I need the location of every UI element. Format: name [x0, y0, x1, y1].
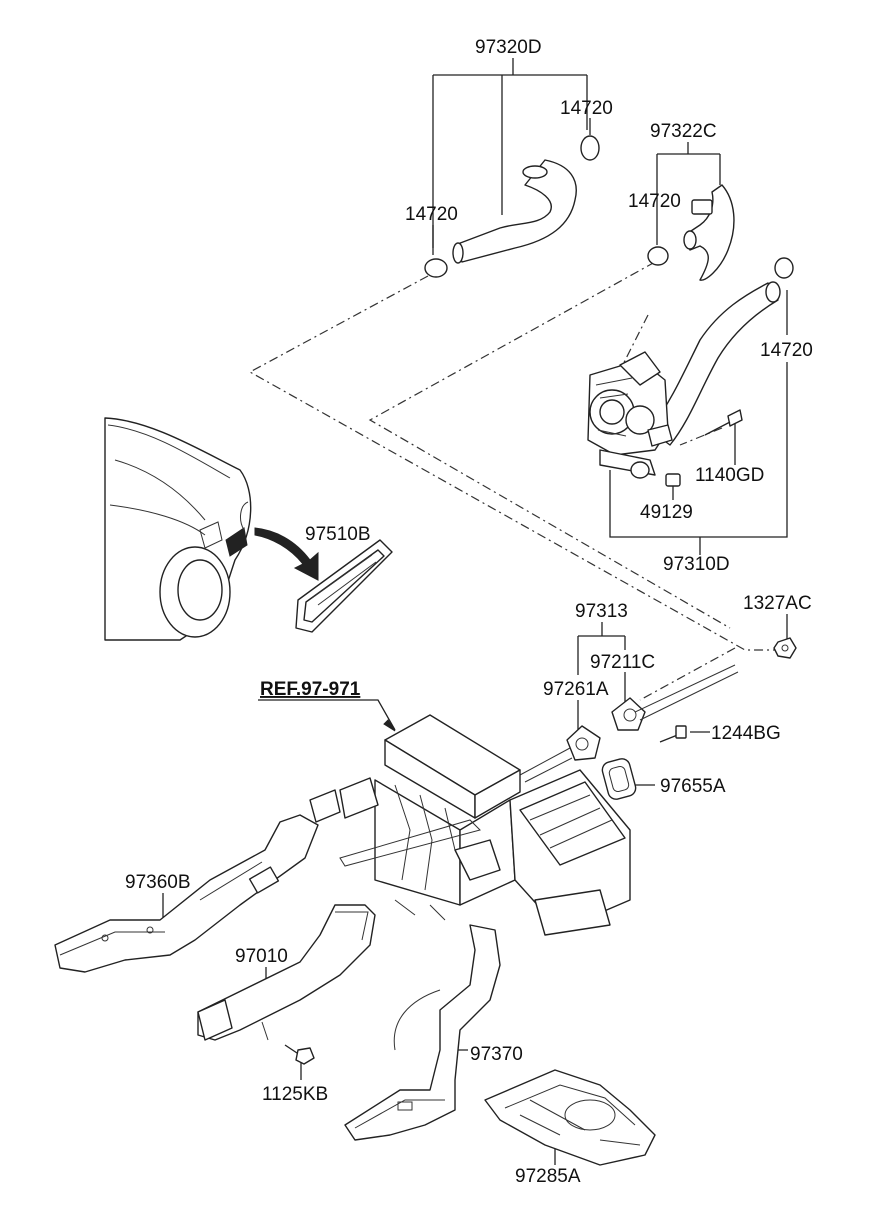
label-97322C: 97322C: [650, 121, 717, 142]
label-97010: 97010: [235, 946, 288, 967]
water-valve-assembly: [587, 351, 673, 479]
label-1327AC: 1327AC: [743, 593, 812, 614]
label-97655A: 97655A: [660, 776, 726, 797]
label-97285A: 97285A: [515, 1166, 581, 1187]
nut-icon: [773, 637, 797, 659]
label-97261A: 97261A: [543, 679, 609, 700]
label-97510B: 97510B: [305, 524, 371, 545]
label-14720-d: 14720: [760, 340, 813, 361]
duct-rear-left: [54, 814, 319, 973]
label-ref: REF.97-971: [260, 679, 361, 700]
bolt-icon: [704, 409, 743, 436]
label-97360B: 97360B: [125, 872, 191, 893]
middle-hose: [683, 184, 735, 281]
fitting-icon: [665, 473, 681, 487]
vehicle-silhouette: [104, 417, 252, 641]
grommets: [566, 697, 646, 800]
label-14720-a: 14720: [560, 98, 613, 119]
hvac-unit: [309, 714, 631, 936]
duct-rear-right: [344, 924, 501, 1141]
duct-center: [197, 904, 376, 1041]
pipe-lines: [519, 664, 739, 783]
upper-hose: [452, 159, 577, 264]
arrow-icon: [254, 527, 319, 581]
screw-icon: [284, 1044, 315, 1065]
bolt-1244-icon: [659, 725, 687, 743]
label-97211C: 97211C: [590, 652, 655, 673]
label-97313: 97313: [575, 601, 628, 622]
filter-part: [295, 539, 393, 633]
cover-plate: [484, 1069, 656, 1166]
label-97310D: 97310D: [663, 554, 730, 575]
label-1244BG: 1244BG: [711, 723, 781, 744]
label-14720-c: 14720: [628, 191, 681, 212]
label-1125KB: 1125KB: [262, 1084, 328, 1105]
label-49129: 49129: [640, 502, 693, 523]
long-hose: [649, 281, 781, 446]
label-14720-b: 14720: [405, 204, 458, 225]
label-97370: 97370: [470, 1044, 523, 1065]
clamp-icons: [424, 135, 794, 279]
part-labels: 97320D 14720 14720 97322C 14720 14720 11…: [125, 37, 813, 1187]
label-1140GD: 1140GD: [695, 465, 764, 486]
label-97320D: 97320D: [475, 37, 542, 58]
